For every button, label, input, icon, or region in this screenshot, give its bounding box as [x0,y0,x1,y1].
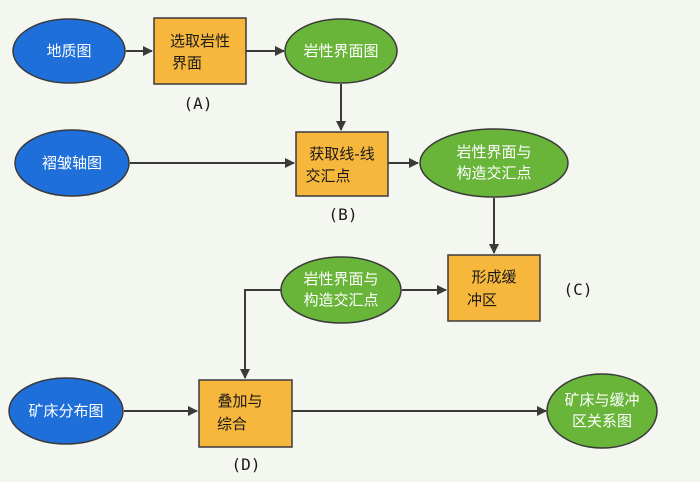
step-label-d: (D) [232,455,261,474]
box-select-lithology-line1: 选取岩性 [170,32,230,50]
node-lithologic-interface-map: 岩性界面图 [284,18,398,84]
box-buffer-line1: 形成缓 [471,268,516,286]
step-label-a: (A) [184,94,213,113]
node-deposit-buffer-map-line1: 矿床与缓冲 [564,391,639,409]
box-overlay-line2: 综合 [217,415,247,433]
box-select-lithology-line2: 界面 [172,54,202,72]
node-geological-map-label: 地质图 [46,42,91,60]
node-lithologic-interface-map-label: 岩性界面图 [303,42,378,60]
arrow-points2-to-overlay [240,289,282,379]
node-lithology-structure-points-1-line2: 构造交汇点 [456,164,531,182]
node-deposit-buffer-map-line2: 区关系图 [572,412,632,430]
node-lithology-structure-points-1: 岩性界面与 构造交汇点 [419,128,569,198]
node-fold-axis-map: 褶皱轴图 [14,129,130,197]
node-lithology-structure-points-1-line1: 岩性界面与 [456,143,531,161]
node-lithology-structure-points-2-line2: 构造交汇点 [303,291,378,309]
node-deposit-buffer-map: 矿床与缓冲 区关系图 [546,373,658,449]
step-label-b: (B) [329,205,358,224]
node-lithology-structure-points-2-line1: 岩性界面与 [303,270,378,288]
box-get-intersection-line1: 获取线-线 [309,145,374,163]
node-fold-axis-map-label: 褶皱轴图 [42,154,102,172]
node-lithology-structure-points-2: 岩性界面与 构造交汇点 [280,256,402,324]
node-deposit-distribution-map-label: 矿床分布图 [28,402,103,420]
box-overlay: 叠加与 综合 [198,379,293,448]
step-label-c: (C) [564,280,593,299]
box-get-intersection-line2: 交汇点 [305,167,350,185]
box-select-lithology: 选取岩性 界面 [153,17,247,85]
box-buffer-line2: 冲区 [467,291,497,309]
box-get-intersection: 获取线-线 交汇点 [295,131,389,197]
box-overlay-line1: 叠加与 [217,392,262,410]
node-geological-map: 地质图 [12,18,126,84]
box-buffer: 形成缓 冲区 [447,254,541,322]
connectors [124,46,547,416]
node-deposit-distribution-map: 矿床分布图 [8,377,124,445]
